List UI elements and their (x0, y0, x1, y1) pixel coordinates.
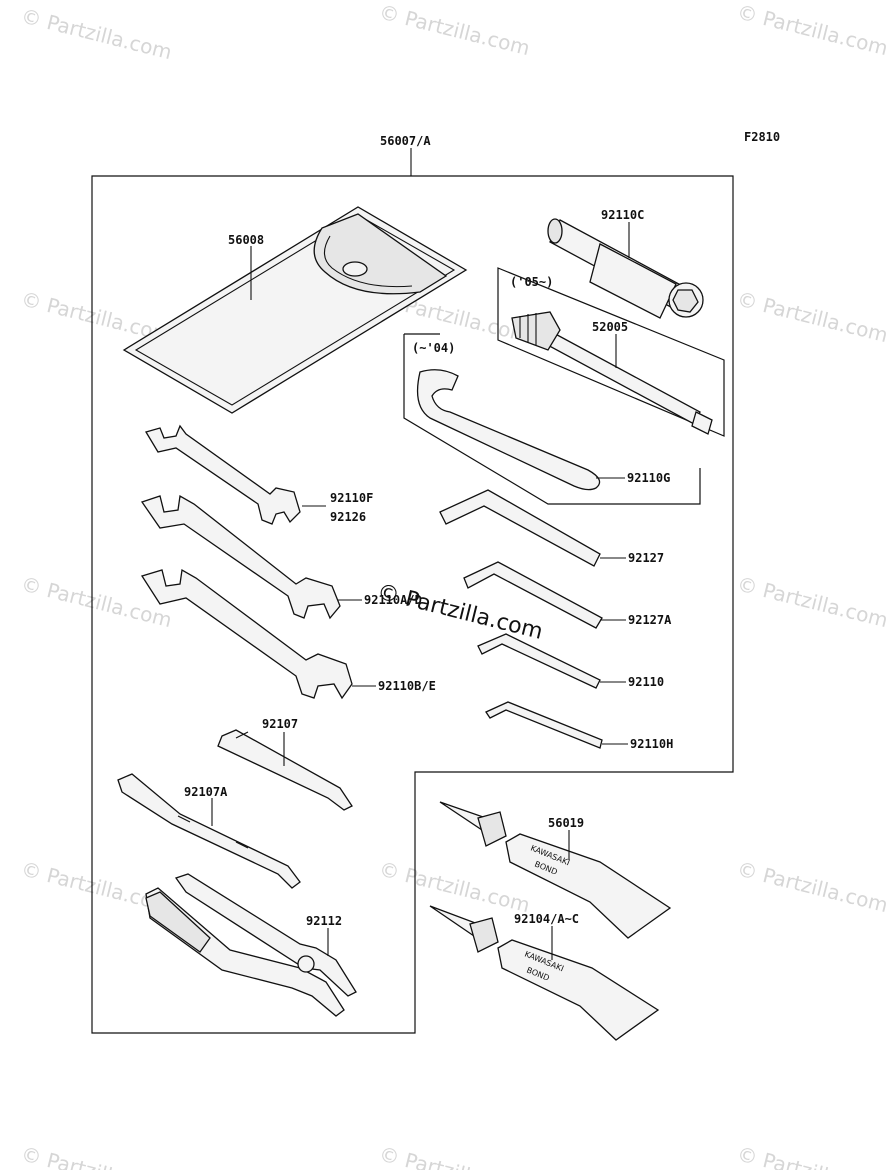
label-year-from: ('05~) (510, 275, 553, 289)
watermark-text: © Partzilla.com (19, 4, 175, 65)
label-wrench-f: 92110F (330, 491, 373, 505)
hex-key-92110h (485, 701, 603, 749)
label-hook-wrench: 92110G (627, 471, 670, 485)
label-tool-kit: 56007/A (380, 134, 431, 148)
watermark-text: © Partzilla.com (735, 1142, 891, 1170)
watermark-text: © Partzilla.com (377, 1142, 533, 1170)
screwdriver (117, 773, 301, 889)
label-wrench-ad: 92110A/D (364, 593, 422, 607)
label-wrench-be: 92110B/E (378, 679, 436, 693)
hex-key-92110 (477, 633, 601, 689)
hex-key-92127 (439, 489, 601, 567)
label-wrench-126: 92126 (330, 510, 366, 524)
watermark-text: © Partzilla.com (735, 572, 891, 633)
label-bond-2: 92104/A~C (514, 912, 579, 926)
label-hex-110: 92110 (628, 675, 664, 689)
kit-outline-box (91, 175, 734, 1034)
label-year-until: (~'04) (412, 341, 455, 355)
watermark-text: © Partzilla.com (19, 1142, 175, 1170)
pliers (145, 873, 357, 1017)
label-bond-1: 56019 (548, 816, 584, 830)
year-box-until-04 (403, 334, 701, 505)
label-extension-bar: 52005 (592, 320, 628, 334)
label-screwdriver: 92107A (184, 785, 228, 799)
hex-key-92127a (463, 561, 603, 629)
watermark-text: © Partzilla.com (377, 0, 533, 60)
wrench-large (140, 568, 353, 700)
label-tool-bag: 56008 (228, 233, 264, 247)
label-box-wrench: 92110C (601, 208, 644, 222)
watermark-text: © Partzilla.com (735, 287, 891, 348)
label-hex-127a: 92127A (628, 613, 672, 627)
watermark-text: © Partzilla.com (377, 857, 533, 918)
label-hex-110h: 92110H (630, 737, 673, 751)
watermark-text: © Partzilla.com (735, 0, 891, 60)
bond-tube-2: KAWASAKI BOND (429, 905, 660, 1041)
label-driver-bit: 92107 (262, 717, 298, 731)
wrench-medium (140, 494, 341, 620)
watermark-text: © Partzilla.com (735, 857, 891, 918)
tool-bag (122, 206, 468, 414)
hook-wrench (416, 369, 601, 491)
watermark-center: © Partzilla.com (375, 580, 546, 645)
box-wrench (547, 218, 704, 319)
label-hex-127: 92127 (628, 551, 664, 565)
wrench-small (145, 424, 301, 525)
extension-bar (511, 311, 713, 435)
driver-bit (217, 729, 353, 811)
figure-code: F2810 (744, 130, 780, 144)
label-pliers: 92112 (306, 914, 342, 928)
year-box-from-05 (497, 267, 725, 437)
bond-tube-1: KAWASAKI BOND (439, 801, 672, 939)
